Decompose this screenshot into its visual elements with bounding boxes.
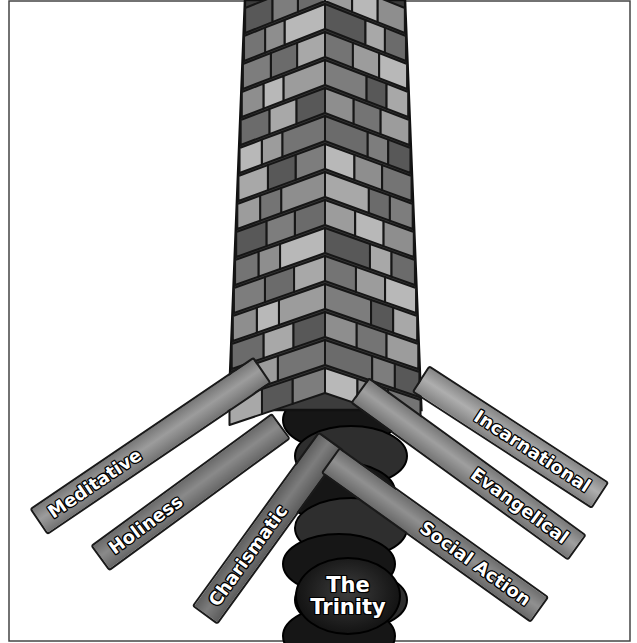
braid-strand: [263, 76, 283, 109]
frame: [9, 1, 630, 641]
braid-strand: [258, 244, 280, 277]
braid-strand: [371, 300, 393, 333]
strand-label: Meditative: [44, 445, 146, 523]
braid-strand: [367, 76, 387, 109]
strand-label: Holiness: [105, 491, 187, 559]
braid-strand: [369, 188, 390, 221]
strand-label: Social Action: [416, 517, 535, 610]
braid-strand: [262, 132, 283, 165]
braid-strand: [265, 20, 284, 53]
braid-strand: [368, 132, 389, 165]
strand-label: The Trinity: [310, 574, 385, 618]
rope-body: [229, 0, 422, 410]
braid-strand: [260, 188, 281, 221]
braid-strand: [370, 244, 392, 277]
strand-label: Charismatic: [205, 500, 292, 609]
braid-strand: [257, 300, 279, 333]
braid-strand: [293, 368, 325, 404]
braid-strand: [365, 20, 384, 53]
core-strand: The Trinity: [295, 557, 401, 635]
braid: [229, 0, 422, 425]
